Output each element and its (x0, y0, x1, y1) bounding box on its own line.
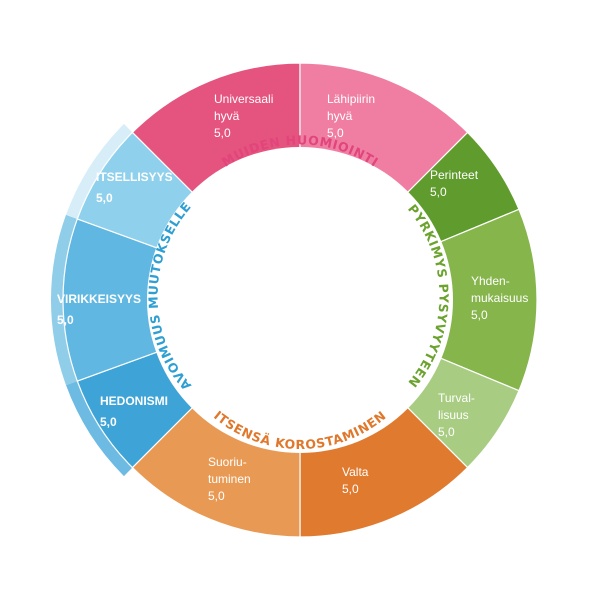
segment-value: 5,0 (208, 489, 225, 503)
segment-name-line: Suoriu- (208, 455, 247, 469)
inner-white-circle (147, 147, 453, 453)
segment-label-hedonismi: HEDONISMI 5,0 (100, 394, 168, 429)
segment-name-line: Valta (342, 465, 369, 479)
segment-label-turvallisuus: Turval-lisuus 5,0 (438, 391, 475, 439)
segment-label-lahipiirin-hyva: Lähipiirin hyvä 5,0 (327, 92, 375, 140)
segment-name-line: Perinteet (430, 168, 479, 182)
segment-value: 5,0 (430, 185, 447, 199)
segment-label-valta: Valta 5,0 (342, 465, 369, 496)
segment-name-line: HEDONISMI (100, 394, 168, 408)
segment-label-virikkeisyys: VIRIKKEISYYS 5,0 (57, 292, 141, 327)
segment-value: 5,0 (342, 482, 359, 496)
segment-name-line: hyvä (327, 109, 353, 123)
segment-label-suoriutuminen: Suoriu-tuminen 5,0 (208, 455, 251, 503)
segment-value: 5,0 (327, 126, 344, 140)
segment-label-yhdenmukaisuus: Yhden-mukaisuus 5,0 (471, 274, 528, 322)
segment-name-line: hyvä (214, 109, 240, 123)
segment-name-line: Universaali (214, 92, 273, 106)
segment-label-universaali-hyva: Universaali hyvä 5,0 (214, 92, 273, 140)
segment-labels: Universaalihyvä5,0Lähipiirinhyvä5,0Perin… (57, 92, 528, 503)
segment-value: 5,0 (471, 308, 488, 322)
segment-value: 5,0 (100, 415, 117, 429)
segment-name-line: Yhden- (471, 274, 510, 288)
segment-value: 5,0 (57, 313, 74, 327)
segment-name-line: VIRIKKEISYYS (57, 292, 141, 306)
segment-name-line: mukaisuus (471, 291, 528, 305)
segment-name-line: Lähipiirin (327, 92, 375, 106)
segment-name-line: lisuus (438, 408, 469, 422)
segment-name-line: ITSELLISYYS (96, 170, 173, 184)
segment-name-line: Turval- (438, 391, 475, 405)
segment-value: 5,0 (438, 425, 455, 439)
segment-label-perinteet: Perinteet 5,0 (430, 168, 479, 199)
segment-value: 5,0 (96, 191, 113, 205)
segment-value: 5,0 (214, 126, 231, 140)
segment-name-line: tuminen (208, 472, 251, 486)
segment-label-itsellisyys: ITSELLISYYS 5,0 (96, 170, 173, 205)
